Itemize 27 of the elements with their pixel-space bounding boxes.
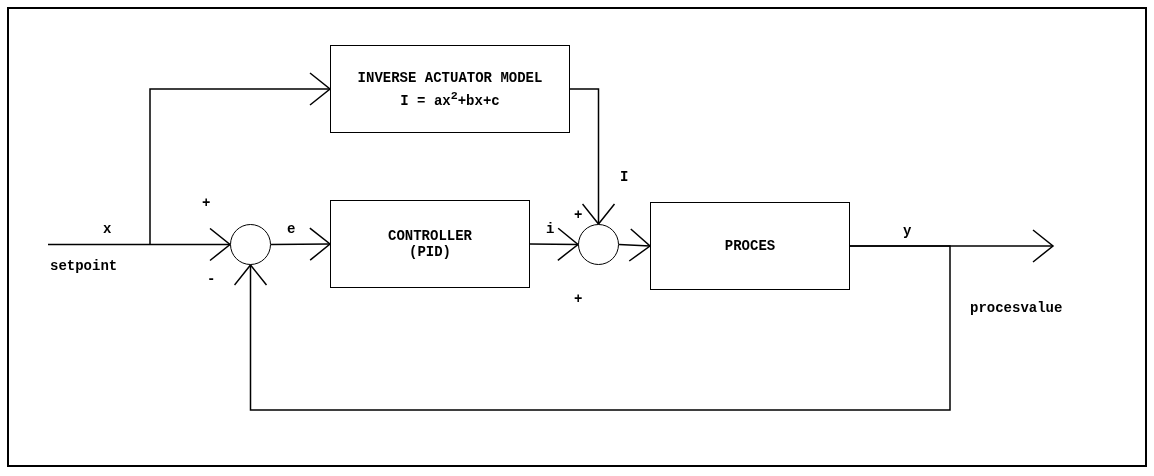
edge-label: x bbox=[103, 222, 112, 236]
signal-label: procesvalue bbox=[970, 301, 1063, 315]
sign-label: + bbox=[574, 208, 583, 222]
arrow bbox=[569, 88, 616, 225]
sign-label: + bbox=[202, 196, 211, 210]
arrow bbox=[529, 227, 579, 262]
box-text: INVERSE ACTUATOR MODEL bbox=[356, 69, 544, 86]
summing-junction bbox=[230, 224, 271, 265]
summing-junction bbox=[578, 224, 619, 265]
process-box bbox=[330, 200, 530, 288]
arrow bbox=[149, 72, 331, 246]
signal-label: setpoint bbox=[50, 259, 118, 273]
box-text: I = ax$^{2}$+bx+c bbox=[399, 89, 501, 109]
arrow bbox=[233, 245, 951, 411]
arrow bbox=[270, 227, 331, 261]
box-text: CONTROLLER (PID) bbox=[387, 227, 473, 261]
edge-label: e bbox=[287, 222, 296, 236]
arrow bbox=[618, 228, 651, 262]
edge-label: i bbox=[546, 222, 555, 236]
arrow bbox=[47, 227, 231, 262]
sign-label: - bbox=[207, 272, 216, 286]
edge-label: y bbox=[903, 224, 912, 238]
process-box bbox=[650, 202, 850, 290]
process-box bbox=[330, 45, 570, 133]
edge-label: I bbox=[620, 170, 629, 184]
box-text: PROCES bbox=[723, 237, 777, 255]
sign-label: + bbox=[574, 292, 583, 306]
